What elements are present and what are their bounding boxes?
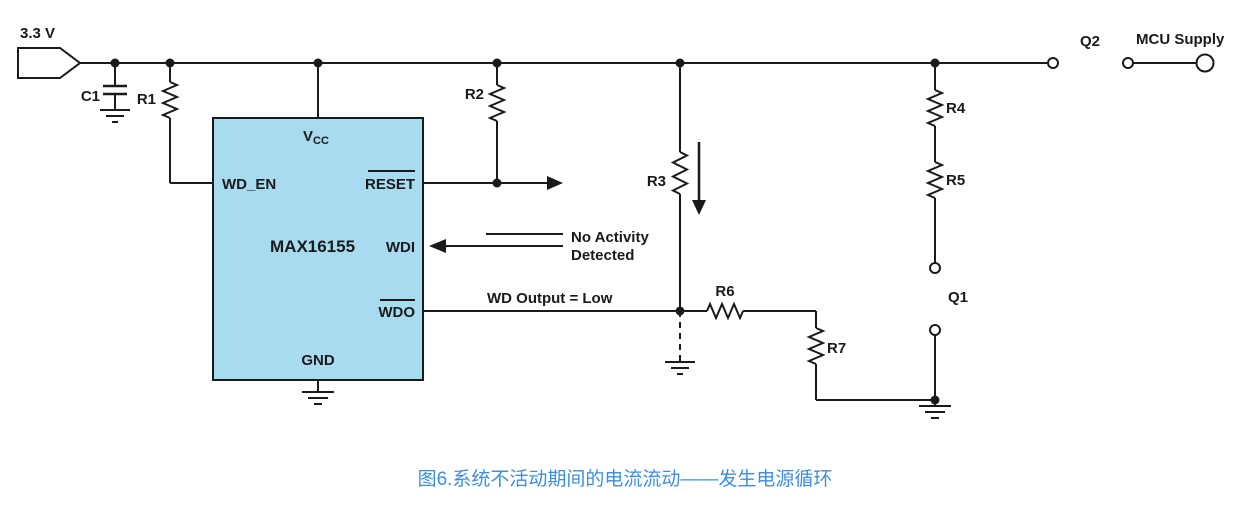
pin-wdi: WDI (386, 239, 415, 256)
current-arrowhead (692, 200, 706, 215)
q1-terminal-bottom (929, 324, 941, 336)
resistor-r6: R6 (680, 283, 816, 321)
q2-terminal-left (1047, 57, 1059, 69)
ground-symbol (919, 405, 951, 419)
q2-mcu-supply: Q2 MCU Supply (1047, 31, 1225, 73)
figure-caption: 图6.系统不活动期间的电流流动——发生电源循环 (418, 468, 833, 490)
q1-label: Q1 (948, 289, 968, 306)
wdi-input: No Activity Detected (429, 229, 649, 264)
pin-vcc-sub: CC (313, 135, 329, 147)
r2-zigzag (487, 84, 507, 122)
pin-vcc-main: V (303, 128, 313, 145)
resistor-r7: R7 (806, 311, 935, 401)
r5-zigzag (925, 161, 945, 199)
chip-name: MAX16155 (270, 237, 355, 256)
mcu-supply-label: MCU Supply (1136, 31, 1225, 48)
no-activity-label-line1: No Activity (571, 229, 649, 246)
pin-reset: RESET (365, 176, 415, 193)
resistor-r4-r5-q1: R4 R5 Q1 (919, 63, 968, 419)
reset-arrowhead (547, 176, 563, 190)
r3-label: R3 (647, 173, 666, 190)
wdi-arrowhead (429, 239, 446, 253)
r5-label: R5 (946, 172, 965, 189)
q2-label: Q2 (1080, 33, 1100, 50)
resistor-r1: R1 (137, 63, 213, 184)
chip-max16155: VCC WD_EN RESET MAX16155 WDI WDO GND (212, 63, 424, 381)
power-rail (80, 58, 1048, 68)
q2-terminal-right (1122, 57, 1134, 69)
r1-label: R1 (137, 91, 156, 108)
r6-zigzag (706, 301, 744, 321)
r7-zigzag (806, 327, 826, 365)
ground-symbol (100, 109, 130, 123)
r1-zigzag (160, 81, 180, 119)
supply-flag-shape (17, 47, 82, 79)
r3-zigzag (670, 151, 690, 195)
mcu-supply-terminal (1195, 53, 1215, 73)
chip-ground (302, 380, 334, 405)
pin-vcc: VCC (303, 128, 329, 147)
pin-wdo: WDO (378, 304, 415, 321)
reset-output (423, 176, 563, 190)
supply-label: 3.3 V (20, 25, 55, 42)
r4-zigzag (925, 89, 945, 127)
wdo-output: WD Output = Low (423, 290, 685, 316)
ground-symbol (665, 361, 695, 375)
supply-connector: 3.3 V (17, 25, 82, 79)
c1-label: C1 (81, 88, 100, 105)
pin-gnd: GND (301, 352, 335, 369)
r4-label: R4 (946, 100, 966, 117)
r2-label: R2 (465, 86, 484, 103)
ground-symbol (302, 391, 334, 405)
resistor-r3: R3 (647, 63, 706, 375)
pin-wd-en: WD_EN (222, 176, 276, 193)
wd-output-label: WD Output = Low (487, 290, 613, 307)
resistor-r2: R2 (465, 63, 507, 183)
r6-label: R6 (715, 283, 734, 300)
junction-dot (930, 395, 940, 405)
q1-terminal-top (929, 262, 941, 274)
r7-label: R7 (827, 340, 846, 357)
no-activity-label-line2: Detected (571, 247, 634, 264)
capacitor-c1: C1 (81, 63, 130, 123)
